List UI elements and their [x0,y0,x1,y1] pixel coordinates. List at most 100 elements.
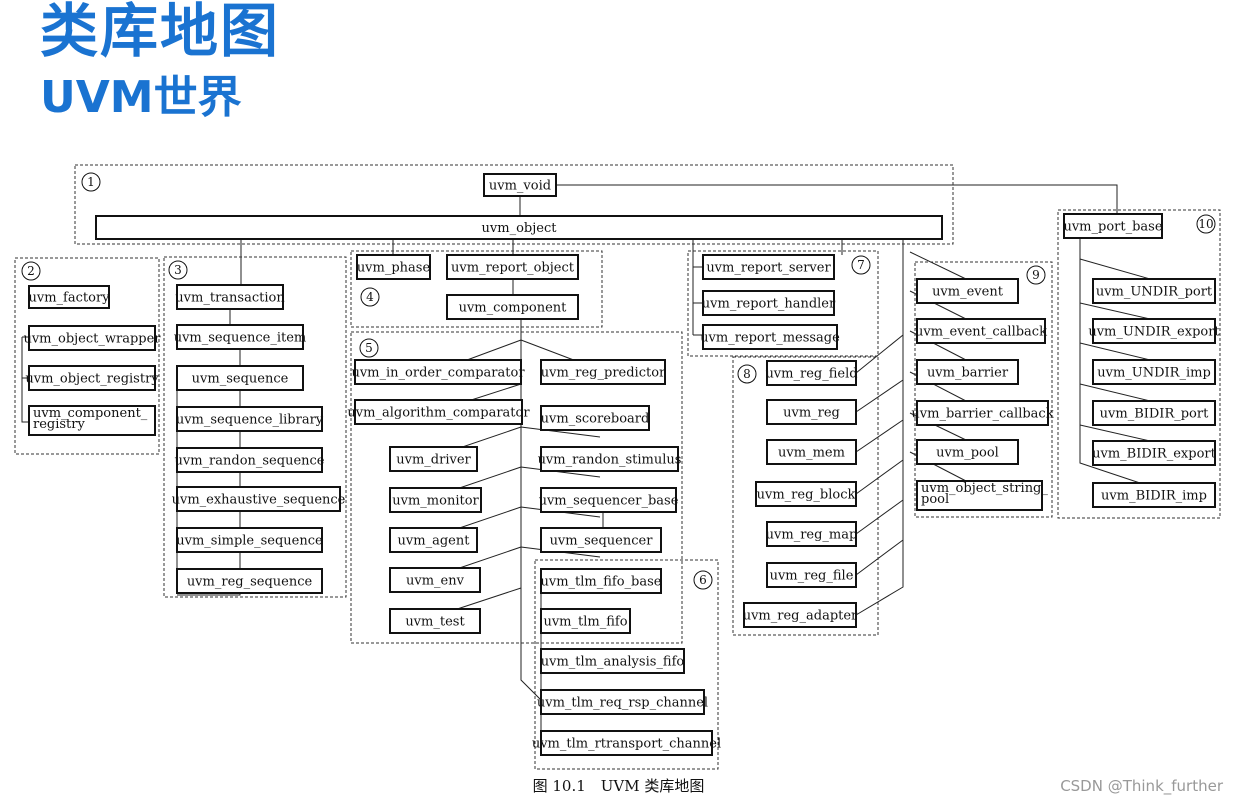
class-box-sequencer [540,527,662,553]
class-label-test: uvm_test [405,615,465,630]
group-g3-frame [163,256,347,598]
group-number-circle [851,255,871,275]
group-number-circle [81,172,101,192]
class-box-randon_sequence [176,447,323,473]
class-label-exhaustive_sequence: uvm_exhaustive_sequence [172,493,346,508]
group-number-label: 1 [87,175,95,189]
class-label-BIDIR_export: uvm_BIDIR_export [1092,447,1216,462]
group-number-label: 6 [699,573,707,587]
group-number-circle [168,260,188,280]
class-box-pool [916,439,1019,465]
class-label-tlm_fifo_base: uvm_tlm_fifo_base [541,575,662,590]
class-box-BIDIR_port [1092,400,1216,426]
class-box-tlm_req_rsp_channel [540,689,705,715]
class-box-BIDIR_imp [1092,482,1216,508]
class-label-reg_map: uvm_reg_map [766,528,858,543]
class-label-simple_sequence: uvm_simple_sequence [176,534,323,549]
class-box-tlm_fifo [540,608,631,634]
class-label-void: uvm_void [489,179,551,194]
class-box-tlm_fifo_base [540,568,662,594]
class-label-reg: uvm_reg [783,406,840,421]
class-label-UNDIR_export: uvm_UNDIR_export [1088,325,1220,340]
class-box-object_string_pool [916,480,1043,511]
class-label-BIDIR_imp: uvm_BIDIR_imp [1101,489,1207,504]
class-label-tlm_req_rsp_channel: uvm_tlm_req_rsp_channel [537,696,708,711]
class-box-component_registry [28,405,156,436]
class-label-tlm_rtransport_channel: uvm_tlm_rtransport_channel [532,737,721,752]
class-box-simple_sequence [176,527,323,553]
class-label-component_registry: registry [33,417,85,432]
class-label-object_string_pool: uvm_object_string_ [921,481,1048,496]
group-g7-frame [687,250,879,357]
class-box-reg_adapter [743,602,857,628]
class-label-agent: uvm_agent [398,534,471,549]
class-label-component: uvm_component [459,301,568,316]
connector-line [1079,383,1151,402]
class-box-in_order_comparator [354,359,522,385]
class-label-event_callback: uvm_event_callback [915,325,1047,340]
connector-line [1079,424,1151,442]
group-number-label: 3 [174,263,182,277]
connector-line [855,379,904,413]
group-number-label: 9 [1032,268,1040,282]
class-label-component_registry: uvm_component_ [33,406,148,421]
class-label-object: uvm_object [482,221,558,236]
class-box-agent [389,527,478,553]
class-box-void [483,173,557,197]
class-box-mem [766,439,857,465]
group-g4-frame [350,250,603,328]
class-box-object [95,215,943,240]
class-label-BIDIR_port: uvm_BIDIR_port [1100,407,1209,422]
class-box-algorithm_comparator [354,399,523,425]
class-label-sequence_library: uvm_sequence_library [176,413,324,428]
class-label-object_string_pool: pool [921,492,949,507]
class-box-UNDIR_export [1092,318,1216,344]
class-label-transaction: uvm_transaction [175,291,285,306]
class-box-sequence [176,365,304,391]
class-label-event: uvm_event [932,285,1004,300]
group-number-circle [360,287,380,307]
class-label-monitor: uvm_monitor [392,494,479,509]
class-box-UNDIR_imp [1092,359,1216,385]
class-label-UNDIR_imp: uvm_UNDIR_imp [1097,366,1211,381]
group-number-label: 5 [365,341,373,355]
class-label-reg_sequence: uvm_reg_sequence [187,575,313,590]
class-label-barrier_callback: uvm_barrier_callback [911,407,1053,422]
connector-line [855,239,904,616]
class-label-tlm_fifo: uvm_tlm_fifo [543,615,627,630]
class-box-reg_block [755,481,857,507]
class-box-event [916,278,1019,304]
connector-line [520,319,542,701]
class-label-phase: uvm_phase [357,261,431,276]
class-box-reg_map [766,521,857,547]
class-label-reg_field: uvm_reg_field [765,367,857,382]
class-box-env [389,567,481,593]
class-box-phase [356,254,431,280]
class-box-reg [766,399,857,425]
group-number-label: 8 [743,367,751,381]
class-label-report_server: uvm_report_server [706,261,831,276]
class-label-algorithm_comparator: uvm_algorithm_comparator [347,406,530,421]
class-box-test [389,608,481,634]
group-number-circle [21,261,41,281]
group-g6-frame [534,559,719,770]
connector-line [21,337,29,423]
class-label-factory: uvm_factory [29,291,111,306]
class-label-env: uvm_env [406,574,465,589]
class-label-in_order_comparator: uvm_in_order_comparator [351,366,525,381]
connector-line [855,539,904,576]
class-label-barrier: uvm_barrier [927,366,1009,381]
group-number-label: 4 [366,290,374,304]
class-label-sequencer_base: uvm_sequencer_base [539,494,679,509]
class-label-report_object: uvm_report_object [451,261,575,276]
class-box-reg_predictor [540,359,666,385]
group-g1-frame [74,164,954,245]
group-number-circle [1196,214,1216,234]
connector-line [855,334,904,374]
class-box-object_registry [28,365,156,391]
class-box-BIDIR_export [1092,440,1216,466]
group-number-circle [737,364,757,384]
group-number-label: 7 [857,258,865,272]
group-number-label: 2 [27,264,35,278]
